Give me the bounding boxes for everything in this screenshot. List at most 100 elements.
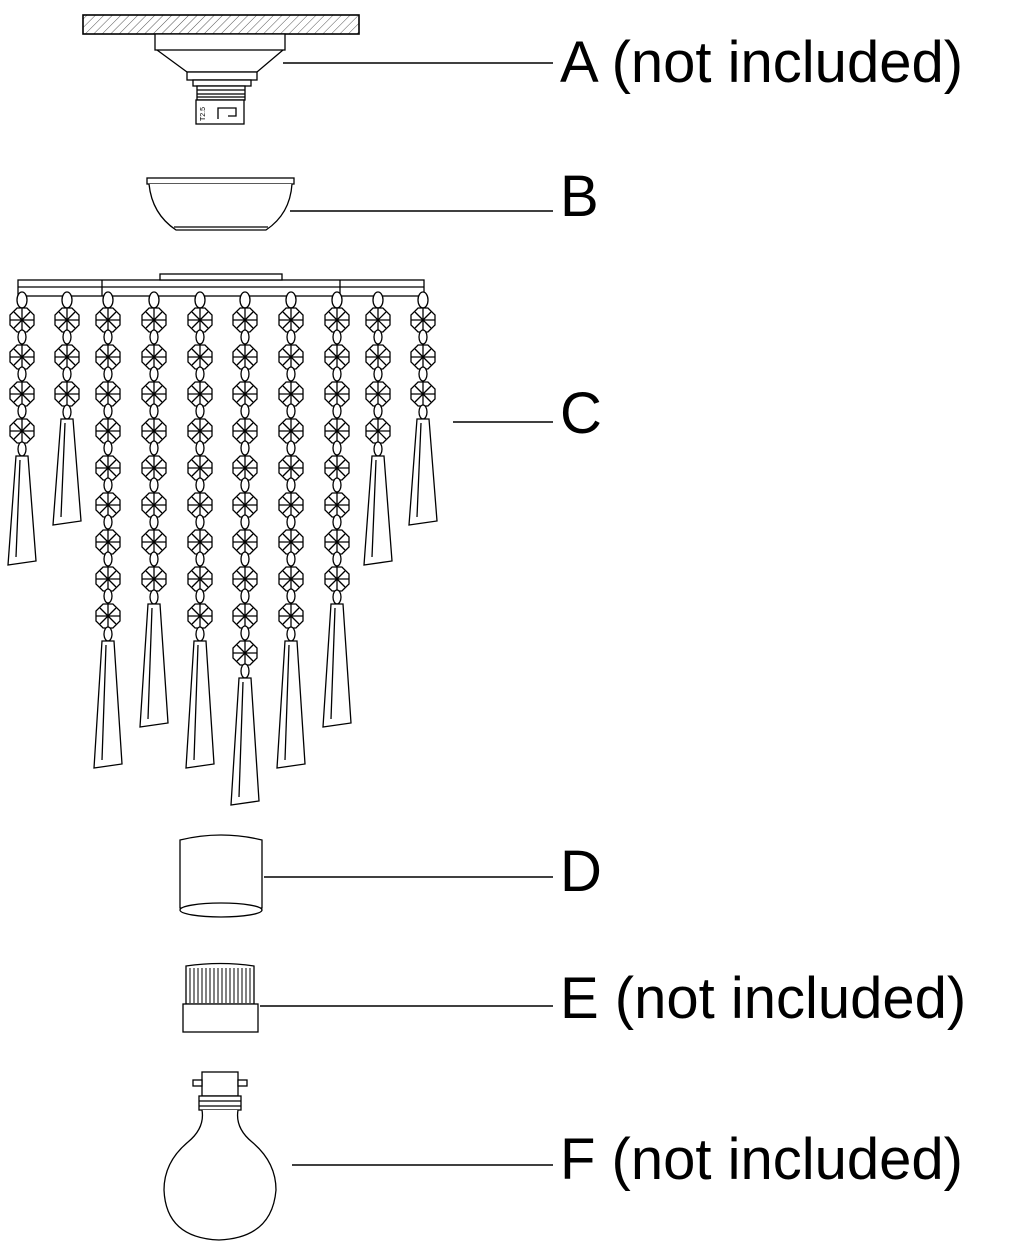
crystal-pendant xyxy=(322,603,352,728)
label-part-b: B xyxy=(560,164,599,229)
crystal-pendant xyxy=(408,418,438,526)
crystal-bead xyxy=(278,381,304,407)
crystal-bead xyxy=(95,529,121,555)
crystal-bead xyxy=(232,492,258,518)
crystal-bead xyxy=(54,381,80,407)
crystal-bead xyxy=(9,418,35,444)
crystal-bead xyxy=(187,455,213,481)
crystal-bead xyxy=(410,344,436,370)
crystal-bead xyxy=(232,344,258,370)
crystal-bead xyxy=(54,344,80,370)
crystal-bead xyxy=(324,529,350,555)
crystal-bead xyxy=(95,418,121,444)
crystal-bead xyxy=(187,381,213,407)
label-part-c: C xyxy=(560,381,602,446)
crystal-bead xyxy=(410,307,436,333)
crystal-bead xyxy=(95,381,121,407)
crystal-bead xyxy=(9,381,35,407)
crystal-bead xyxy=(278,344,304,370)
crystal-bead xyxy=(187,344,213,370)
crystal-strand xyxy=(93,291,123,769)
crystal-strand xyxy=(139,291,169,728)
crystal-bead xyxy=(95,603,121,629)
crystal-bead xyxy=(324,381,350,407)
crystal-bead xyxy=(278,492,304,518)
crystal-strand xyxy=(7,291,37,566)
crystal-strand xyxy=(185,291,215,769)
lamp-holder-marking: T2.5 xyxy=(200,107,207,121)
crystal-pendant xyxy=(276,640,306,769)
crystal-bead xyxy=(95,344,121,370)
crystal-bead xyxy=(232,603,258,629)
crystal-strand xyxy=(230,291,260,806)
crystal-strand xyxy=(276,291,306,769)
crystal-bead xyxy=(232,529,258,555)
crystal-bead xyxy=(278,566,304,592)
crystal-bead xyxy=(365,418,391,444)
crystal-bead xyxy=(54,307,80,333)
crystal-bead xyxy=(141,492,167,518)
crystal-strand xyxy=(322,291,352,728)
crystal-bead xyxy=(410,381,436,407)
crystal-bead xyxy=(278,529,304,555)
part-e-lamp-holder xyxy=(182,962,553,1033)
crystal-bead xyxy=(278,455,304,481)
crystal-strand xyxy=(408,291,438,526)
label-part-e: E (not included) xyxy=(560,966,967,1031)
label-part-a: A (not included) xyxy=(560,30,964,95)
crystal-bead xyxy=(187,603,213,629)
crystal-bead xyxy=(141,307,167,333)
label-part-f: F (not included) xyxy=(560,1127,963,1192)
crystal-bead xyxy=(232,307,258,333)
crystal-bead xyxy=(95,455,121,481)
crystal-bead xyxy=(365,381,391,407)
crystal-bead xyxy=(9,344,35,370)
crystal-bead xyxy=(187,529,213,555)
crystal-bead xyxy=(95,307,121,333)
crystal-strand xyxy=(52,291,82,526)
crystal-bead xyxy=(141,418,167,444)
part-b-cup xyxy=(146,177,553,231)
part-d-sleeve xyxy=(179,834,553,918)
crystal-bead xyxy=(187,307,213,333)
part-c-crystal-frame xyxy=(7,273,553,806)
crystal-bead xyxy=(324,344,350,370)
crystal-pendant xyxy=(230,677,260,806)
crystal-bead xyxy=(278,307,304,333)
crystal-bead xyxy=(95,492,121,518)
crystal-bead xyxy=(324,418,350,444)
crystal-bead xyxy=(141,529,167,555)
crystal-bead xyxy=(232,381,258,407)
crystal-bead xyxy=(141,566,167,592)
crystal-bead xyxy=(232,455,258,481)
crystal-bead xyxy=(278,603,304,629)
crystal-bead xyxy=(187,566,213,592)
crystal-bead xyxy=(141,344,167,370)
part-f-light-bulb xyxy=(163,1071,553,1241)
crystal-bead xyxy=(232,418,258,444)
crystal-pendant xyxy=(52,418,82,526)
crystal-bead xyxy=(232,566,258,592)
crystal-pendant xyxy=(7,455,37,566)
label-part-d: D xyxy=(560,839,602,904)
crystal-bead xyxy=(187,492,213,518)
crystal-pendant xyxy=(139,603,169,728)
crystal-bead xyxy=(141,455,167,481)
crystal-bead xyxy=(365,307,391,333)
crystal-bead xyxy=(324,566,350,592)
crystal-bead xyxy=(365,344,391,370)
crystal-bead xyxy=(324,307,350,333)
crystal-bead xyxy=(95,566,121,592)
crystal-bead xyxy=(324,492,350,518)
crystal-bead xyxy=(141,381,167,407)
crystal-bead xyxy=(278,418,304,444)
crystal-bead xyxy=(9,307,35,333)
crystal-strand xyxy=(363,291,393,566)
crystal-pendant xyxy=(185,640,215,769)
crystal-pendant xyxy=(93,640,123,769)
crystal-pendant xyxy=(363,455,393,566)
crystal-bead xyxy=(324,455,350,481)
crystal-bead xyxy=(232,640,258,666)
part-a-ceiling-mount: T2.5 xyxy=(82,14,553,125)
